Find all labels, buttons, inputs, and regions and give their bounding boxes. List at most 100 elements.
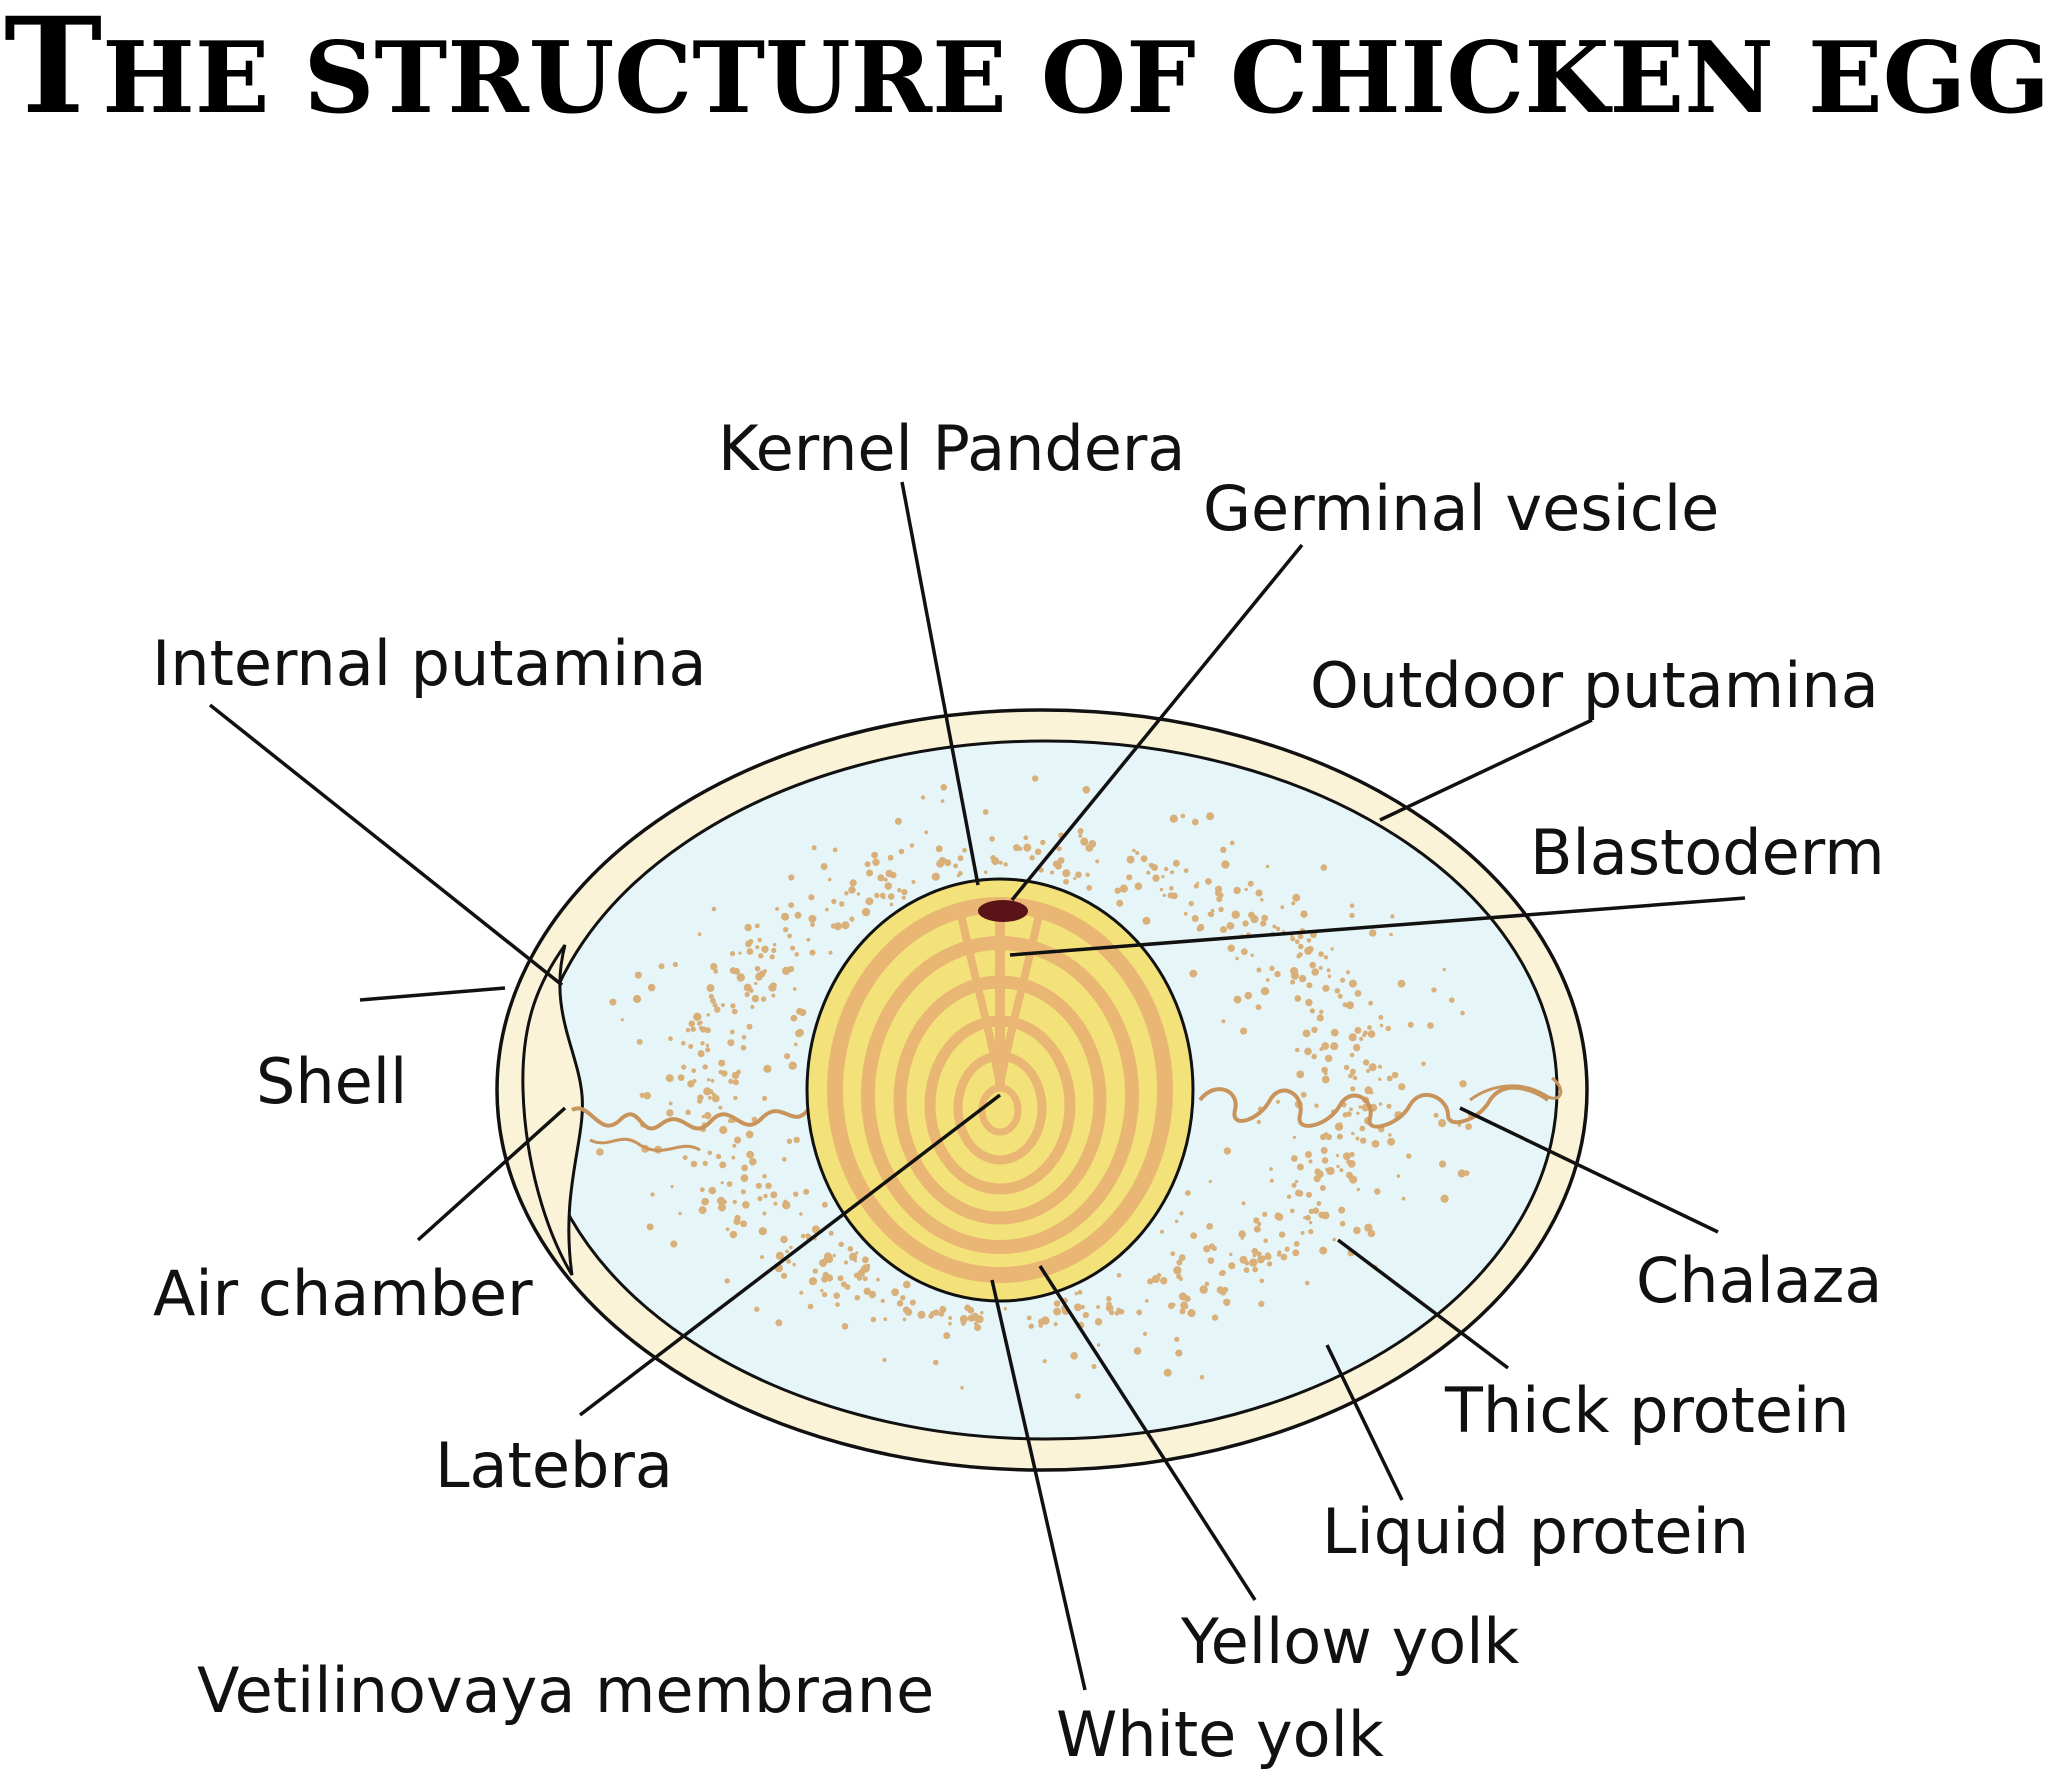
protein-dot	[1358, 1105, 1362, 1109]
protein-dot	[710, 997, 716, 1004]
protein-dot	[1272, 924, 1277, 929]
protein-dot	[886, 871, 891, 875]
protein-dot	[1173, 1266, 1182, 1275]
protein-dot	[705, 1047, 711, 1053]
protein-dot	[731, 1155, 736, 1160]
protein-dot	[1359, 1036, 1364, 1041]
protein-dot	[718, 1105, 723, 1110]
protein-dot	[900, 1295, 906, 1301]
protein-dot	[1319, 1009, 1324, 1014]
protein-dot	[1108, 1309, 1115, 1316]
protein-dot	[822, 1271, 829, 1278]
protein-dot	[1133, 1347, 1142, 1355]
protein-dot	[1294, 995, 1302, 1002]
protein-dot	[787, 933, 792, 939]
protein-dot	[1119, 884, 1128, 893]
protein-dot	[706, 1013, 710, 1017]
protein-dot	[962, 847, 967, 853]
protein-dot	[967, 1314, 975, 1322]
protein-dot	[1190, 1232, 1198, 1239]
protein-dot	[808, 1277, 818, 1286]
protein-dot	[734, 1136, 742, 1144]
protein-dot	[784, 1053, 791, 1060]
label-liquid-protein: Liquid protein	[1322, 1495, 1749, 1568]
protein-dot	[634, 971, 642, 979]
protein-dot	[1175, 1349, 1183, 1357]
protein-dot	[1240, 1027, 1248, 1035]
protein-dot	[749, 1157, 757, 1166]
protein-dot	[1223, 1298, 1231, 1307]
protein-dot	[1407, 1021, 1414, 1028]
protein-dot	[1351, 1131, 1355, 1136]
protein-dot	[1332, 1237, 1336, 1242]
protein-dot	[839, 901, 845, 907]
protein-dot	[668, 1036, 673, 1042]
protein-dot	[1308, 1159, 1313, 1164]
protein-dot	[1292, 893, 1301, 902]
protein-dot	[748, 988, 754, 993]
protein-dot	[746, 948, 754, 955]
protein-dot	[876, 1277, 880, 1282]
protein-dot	[1263, 1238, 1268, 1244]
protein-dot	[658, 963, 665, 970]
leader-thick-protein	[1336, 1238, 1510, 1370]
protein-dot	[745, 1130, 754, 1139]
protein-dot	[799, 1290, 804, 1295]
protein-dot	[1304, 1047, 1312, 1056]
protein-dot	[755, 1182, 762, 1189]
protein-dot	[1364, 1223, 1373, 1232]
protein-dot	[1353, 1226, 1361, 1235]
protein-dot	[1260, 920, 1267, 927]
protein-dot	[1298, 943, 1304, 950]
protein-dot	[1346, 1159, 1352, 1165]
protein-dot	[763, 1193, 768, 1199]
protein-dot	[665, 1074, 674, 1083]
protein-dot	[1265, 1253, 1272, 1261]
protein-dot	[1269, 1167, 1273, 1171]
protein-dot	[1401, 1196, 1406, 1201]
protein-dot	[1114, 887, 1121, 894]
protein-dot	[973, 1321, 978, 1326]
protein-dot	[1340, 977, 1346, 983]
protein-dot	[1362, 1032, 1367, 1038]
protein-dot	[1296, 1163, 1304, 1171]
protein-dot	[1191, 915, 1199, 922]
protein-dot	[1387, 1137, 1395, 1146]
protein-dot	[933, 1359, 939, 1366]
protein-dot	[991, 857, 1000, 866]
protein-dot	[746, 1150, 754, 1159]
protein-dot	[1349, 1107, 1353, 1112]
leader-internal-putamina	[208, 703, 564, 987]
protein-dot	[1199, 1375, 1205, 1380]
protein-dot	[1179, 1308, 1186, 1315]
protein-dot	[967, 1306, 975, 1314]
protein-dot	[1346, 1111, 1352, 1117]
label-yellow-yolk: Yellow yolk	[1180, 1605, 1519, 1678]
protein-dot	[707, 1078, 711, 1082]
protein-dot	[1323, 955, 1329, 960]
protein-dot	[1320, 1147, 1328, 1154]
protein-dot	[1296, 1190, 1304, 1197]
protein-dot	[1262, 1211, 1268, 1217]
protein-dot	[798, 1008, 807, 1017]
protein-dot	[751, 994, 760, 1003]
protein-dot	[708, 993, 714, 1000]
protein-dot	[1094, 1318, 1103, 1326]
protein-dot	[794, 911, 802, 919]
protein-dot	[1240, 948, 1248, 956]
protein-dot	[1085, 872, 1090, 877]
protein-dot	[714, 1006, 721, 1013]
protein-dot	[643, 1092, 651, 1100]
protein-dot	[1368, 1000, 1373, 1006]
protein-dot	[1080, 1304, 1085, 1310]
protein-dot	[1275, 1213, 1284, 1221]
protein-dot	[746, 1023, 753, 1030]
label-latebra: Latebra	[435, 1429, 673, 1502]
protein-dot	[760, 1255, 764, 1260]
protein-dot	[1367, 1030, 1376, 1038]
protein-dot	[1305, 998, 1313, 1007]
protein-dot	[810, 922, 815, 928]
protein-dot	[1284, 1246, 1290, 1252]
protein-dot	[1306, 938, 1312, 943]
protein-dot	[1211, 1314, 1219, 1321]
